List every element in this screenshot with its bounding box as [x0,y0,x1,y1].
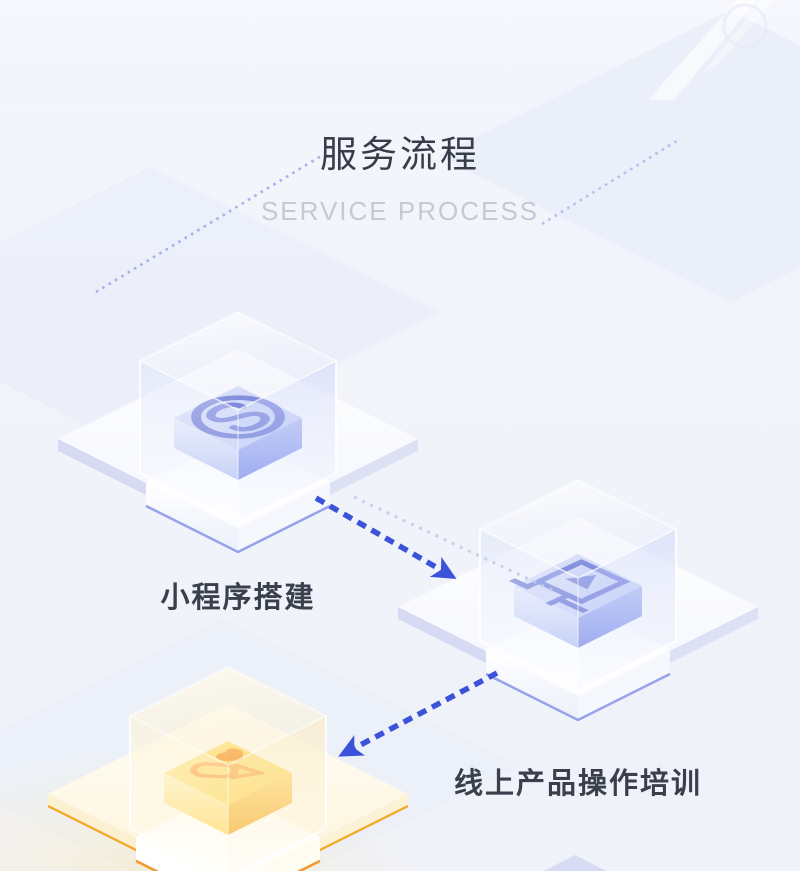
cube-step-3-content-editing [47,666,409,871]
bg-diamond-left [0,167,440,457]
dotted-line-right [541,137,681,226]
step-1-label: 小程序搭建 [160,582,316,614]
arrow-step1-to-step2 [314,495,457,579]
step-2-label: 线上产品操作培训 [453,768,702,800]
next-cube-peek [543,855,607,871]
dotted-guide-line [353,495,553,592]
arrow-step2-to-step3 [338,670,499,757]
dotted-line-left [95,151,327,294]
glass-cube [128,666,328,871]
bg-ring [722,3,768,49]
light-streak-2 [702,0,774,74]
section-title: 服务流程 [320,134,480,175]
cube-step-2-video-training [398,479,758,722]
section-subtitle: SERVICE PROCESS [260,196,540,226]
bg-diamond-top-right [438,10,800,302]
glass-cube [138,311,338,524]
connectors [314,495,553,757]
cube-step-1-mini-program [58,311,418,554]
light-streak-1 [648,0,757,100]
glass-cube [478,479,678,692]
